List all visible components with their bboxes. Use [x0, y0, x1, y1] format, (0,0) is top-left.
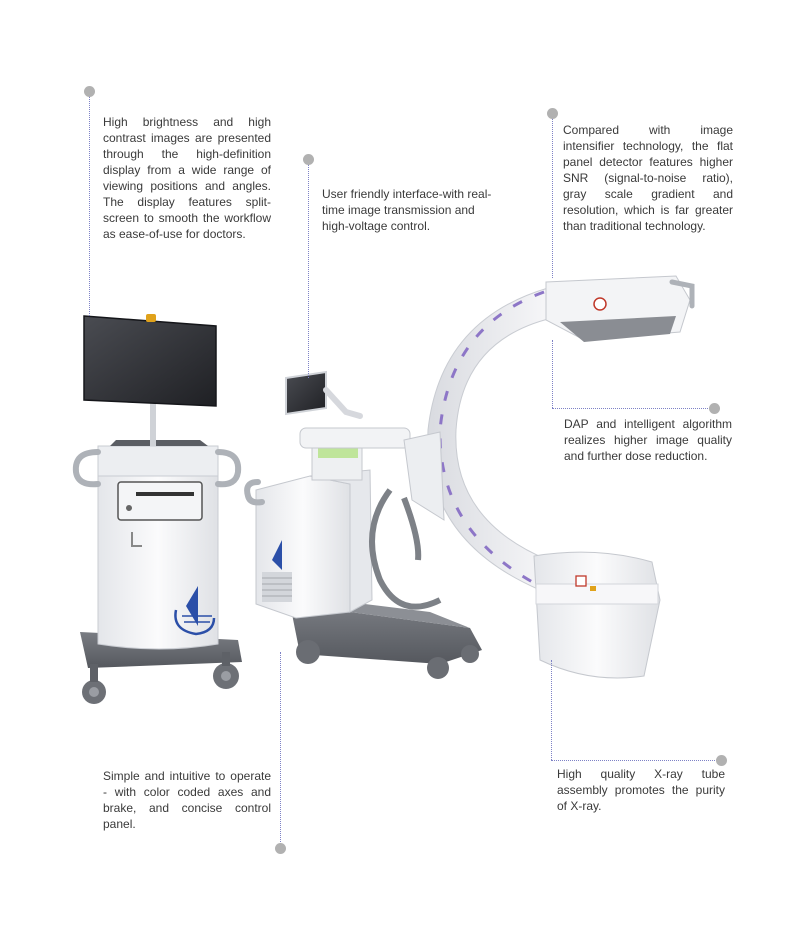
x-ray-tube — [533, 551, 661, 679]
monitor-pole — [150, 400, 156, 446]
callout-interface: User friendly interface-with real-time i… — [322, 187, 492, 233]
marker-dot — [84, 86, 95, 97]
marker-dot — [709, 403, 720, 414]
vent-grill — [262, 572, 292, 602]
leader-line — [308, 164, 309, 378]
leader-line — [552, 118, 553, 278]
cart-handle — [244, 479, 265, 506]
cart-handle — [72, 449, 101, 488]
main-monitor — [83, 315, 217, 407]
warning-label — [593, 297, 607, 311]
leader-line — [89, 96, 90, 316]
c-arc — [403, 275, 695, 679]
warning-label — [575, 575, 587, 587]
caster-wheel — [461, 645, 479, 663]
leader-line — [280, 652, 281, 848]
warning-light — [146, 314, 156, 322]
callout-xray-tube: High quality X-ray tube assembly promote… — [557, 767, 725, 813]
c-arm-base — [290, 604, 482, 664]
horizontal-arm — [299, 427, 411, 449]
cart-handle — [215, 449, 242, 488]
callout-dap: DAP and intelligent algorithm realizes h… — [564, 417, 732, 463]
brand-mark — [131, 532, 142, 547]
marker-dot — [275, 843, 286, 854]
callout-detector: Compared with image intensifier technolo… — [563, 123, 733, 233]
arc-led-strip — [438, 290, 545, 586]
control-screen — [285, 370, 327, 416]
leader-line — [551, 760, 717, 761]
callout-control: Simple and intuitive to operate - with c… — [103, 769, 271, 831]
marker-dot — [547, 108, 558, 119]
marker-dot — [303, 154, 314, 165]
leader-line — [551, 660, 552, 760]
callout-display: High brightness and high contrast images… — [103, 115, 271, 241]
marker-dot — [716, 755, 727, 766]
caster-wheel — [296, 640, 320, 664]
leader-line — [552, 340, 553, 408]
brand-logo — [272, 540, 282, 570]
leader-line — [552, 408, 714, 409]
caster-wheel — [427, 657, 449, 679]
printer — [117, 481, 203, 521]
brand-logo — [174, 586, 216, 636]
keyboard — [110, 440, 208, 446]
monitor-cart — [72, 314, 242, 704]
c-arm-unit — [244, 370, 482, 679]
cable — [369, 488, 442, 610]
